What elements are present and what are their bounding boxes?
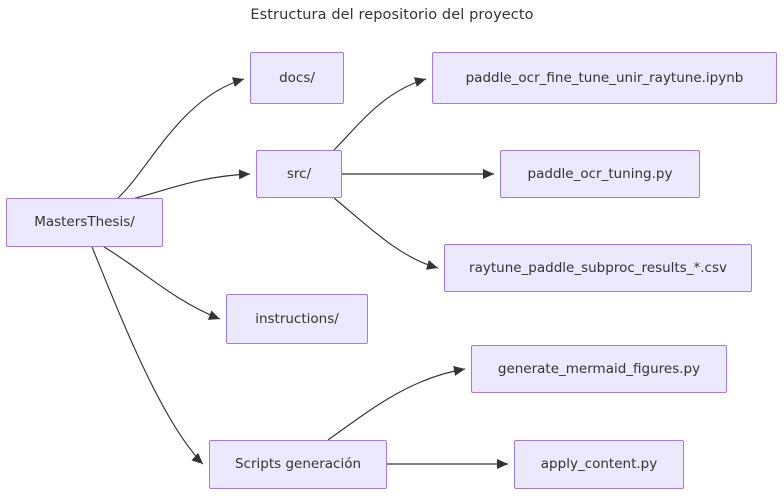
node-label: raytune_paddle_subproc_results_*.csv	[469, 259, 727, 276]
node-label: MastersThesis/	[34, 214, 135, 231]
node-label: paddle_ocr_tuning.py	[527, 165, 673, 182]
arrow-scripts-icon	[191, 452, 203, 464]
edge-scripts_generacion-to-mermaid_py	[327, 368, 466, 441]
edge-masters_thesis-to-instructions	[103, 246, 221, 320]
arrow-notebook-icon	[414, 77, 426, 87]
edge-masters_thesis-to-docs	[117, 78, 245, 199]
node-label: apply_content.py	[540, 456, 658, 473]
arrow-csv-icon	[426, 260, 438, 270]
edge-masters_thesis-to-scripts_generacion	[91, 246, 204, 465]
edge-src-to-notebook	[333, 78, 427, 151]
arrow-instructions-icon	[207, 310, 220, 320]
node-label: Scripts generación	[234, 456, 362, 473]
arrow-mermaid-icon	[453, 365, 465, 376]
node-src[interactable]: src/	[256, 150, 342, 198]
node-tuning_py[interactable]: paddle_ocr_tuning.py	[500, 150, 700, 198]
node-label: instructions/	[255, 310, 339, 327]
node-instructions[interactable]: instructions/	[226, 294, 368, 344]
node-label: generate_mermaid_figures.py	[497, 360, 701, 377]
edge-masters_thesis-to-src	[127, 173, 251, 201]
node-label: paddle_ocr_fine_tune_unir_raytune.ipynb	[465, 69, 744, 86]
node-apply_py[interactable]: apply_content.py	[514, 440, 684, 489]
arrow-tuning-icon	[483, 169, 494, 179]
edge-src-to-results_csv	[333, 197, 439, 269]
node-label: docs/	[279, 69, 315, 86]
arrow-docs-icon	[232, 77, 244, 87]
node-mermaid_py[interactable]: generate_mermaid_figures.py	[471, 345, 727, 393]
node-docs[interactable]: docs/	[250, 52, 344, 104]
node-results_csv[interactable]: raytune_paddle_subproc_results_*.csv	[444, 244, 752, 292]
node-label: src/	[286, 165, 312, 182]
arrow-apply-icon	[497, 459, 508, 469]
node-notebook[interactable]: paddle_ocr_fine_tune_unir_raytune.ipynb	[432, 52, 777, 104]
page-title: Estructura del repositorio del proyecto	[250, 7, 534, 23]
node-scripts_generacion[interactable]: Scripts generación	[209, 440, 387, 489]
node-masters_thesis[interactable]: MastersThesis/	[6, 198, 163, 247]
arrow-src-icon	[238, 169, 250, 180]
